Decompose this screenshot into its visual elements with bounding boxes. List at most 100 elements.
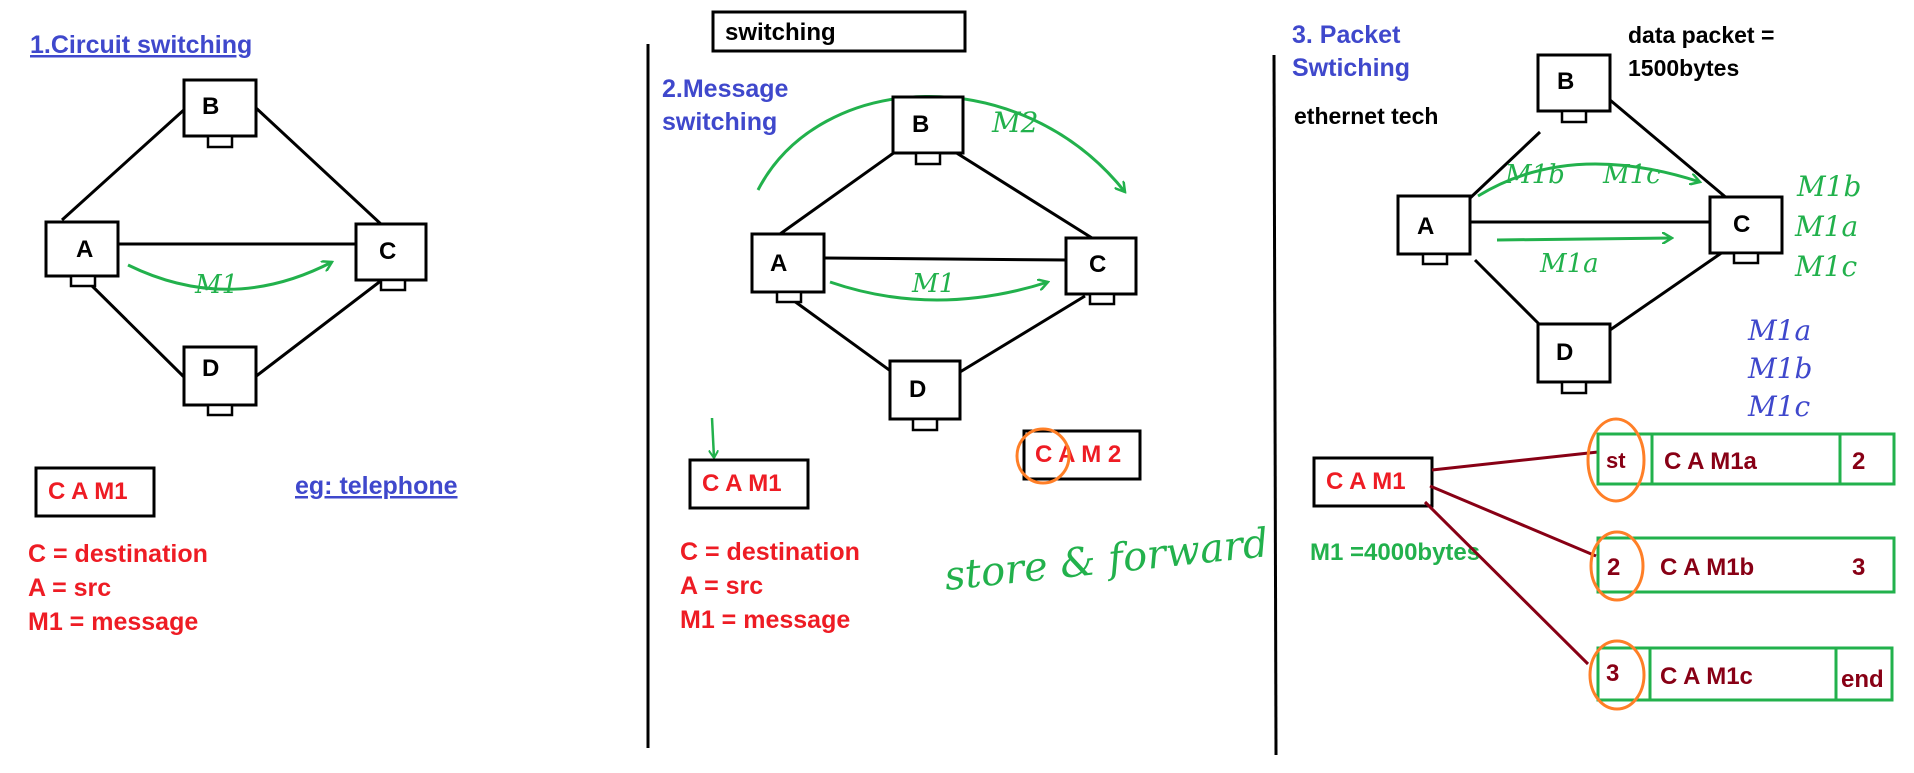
packet-green-list-1: M1b xyxy=(1796,170,1861,203)
packet-title-line-2: Swtiching xyxy=(1292,54,1410,82)
circuit-legend-line-2: A = src xyxy=(28,574,111,602)
packet-link-a-d xyxy=(1473,258,1542,327)
circuit-flow-label: M1 xyxy=(194,270,238,300)
circuit-node-c-label: C xyxy=(379,238,396,265)
packet-row-3: 3 C A M1c end xyxy=(1588,639,1894,711)
message-msg-box-1-label: C A M1 xyxy=(702,470,782,497)
message-node-d-label: D xyxy=(909,376,926,403)
packet-flow-label-lower: M1a xyxy=(1539,249,1599,279)
message-pointer-arrow xyxy=(712,417,714,458)
packet-flow-label-upper-2: M1c xyxy=(1602,160,1661,190)
packet-node-c: C xyxy=(1708,195,1784,265)
message-msg-box-1 xyxy=(688,458,810,510)
message-node-a: A xyxy=(750,232,826,304)
message-link-b-c xyxy=(954,150,1093,240)
header-box: switching xyxy=(711,10,967,53)
message-msg-box-2-label: C A M 2 xyxy=(1035,441,1121,468)
circuit-link-a-b xyxy=(60,106,188,222)
circuit-node-d: D xyxy=(182,345,258,417)
packet-tech-label: ethernet tech xyxy=(1294,103,1438,129)
circuit-node-a-label: A xyxy=(76,236,93,263)
message-flow-arrow-m1 xyxy=(829,282,1048,302)
circuit-link-d-c xyxy=(254,278,383,379)
message-node-c: C xyxy=(1064,236,1138,306)
circuit-node-b-label: B xyxy=(202,93,219,120)
header-box-label: switching xyxy=(725,19,836,46)
packet-connector-2 xyxy=(1429,484,1597,558)
packet-row-2-body: C A M1b xyxy=(1660,554,1754,581)
message-node-d: D xyxy=(888,359,962,432)
message-node-c-label: C xyxy=(1089,251,1106,278)
packet-node-d-label: D xyxy=(1556,339,1573,366)
circuit-msg-box xyxy=(34,466,156,518)
message-flow-label-m2: M2 xyxy=(991,106,1038,139)
message-link-d-c xyxy=(959,294,1086,374)
circuit-msg-box-label: C A M1 xyxy=(48,478,128,505)
circuit-node-a: A xyxy=(44,220,120,288)
message-flow-label-m1: M1 xyxy=(911,269,955,299)
message-node-b: B xyxy=(891,95,965,166)
message-legend-line-1: C = destination xyxy=(680,538,860,566)
circuit-node-d-label: D xyxy=(202,355,219,382)
packet-node-d: D xyxy=(1536,322,1612,395)
message-highlight-circle xyxy=(1015,427,1071,485)
circuit-flow-arrow xyxy=(127,262,332,291)
packet-msg-box xyxy=(1312,456,1434,508)
packet-node-a: A xyxy=(1396,194,1472,266)
packet-node-a-label: A xyxy=(1417,213,1434,240)
packet-connector-1 xyxy=(1431,450,1599,472)
divider-right xyxy=(1272,54,1278,756)
packet-row-1-seq: st xyxy=(1606,448,1626,473)
packet-row-3-body: C A M1c xyxy=(1660,663,1753,690)
packet-node-c-label: C xyxy=(1733,211,1750,238)
message-store-forward-note: store & forward xyxy=(942,520,1270,600)
packet-msg-box-label: C A M1 xyxy=(1326,468,1406,495)
circuit-section: 1.Circuit switching A B C D xyxy=(28,31,458,636)
packet-row-2-seq: 2 xyxy=(1607,554,1620,581)
message-link-a-d xyxy=(789,296,893,374)
circuit-node-b: B xyxy=(182,78,258,149)
message-legend-line-3: M1 = message xyxy=(680,606,850,634)
message-link-a-c xyxy=(823,256,1069,262)
message-title-line-1: 2.Message xyxy=(662,75,789,103)
packet-row-3-highlight xyxy=(1588,639,1646,711)
packet-flow-arrow-lower xyxy=(1496,238,1672,240)
packet-row-1-highlight xyxy=(1586,417,1646,503)
packet-row-1-body: C A M1a xyxy=(1664,448,1758,475)
packet-row-3-next: end xyxy=(1841,666,1884,693)
packet-flow-label-upper-1: M1b xyxy=(1504,160,1565,190)
circuit-title: 1.Circuit switching xyxy=(30,31,252,59)
packet-row-1-next: 2 xyxy=(1852,448,1865,475)
packet-size-line-2: 1500bytes xyxy=(1628,55,1739,81)
packet-section: 3. Packet Swtiching data packet = 1500by… xyxy=(1292,21,1896,711)
circuit-node-c: C xyxy=(354,222,428,292)
message-section: 2.Message switching M2 A B C xyxy=(662,75,1271,634)
packet-blue-list-3: M1c xyxy=(1747,390,1810,423)
packet-flow-arrow-upper xyxy=(1477,162,1700,198)
packet-link-d-c xyxy=(1609,243,1734,332)
circuit-link-b-c xyxy=(254,106,384,227)
message-msg-box-2 xyxy=(1022,429,1142,481)
packet-row-1: st C A M1a 2 xyxy=(1586,417,1896,503)
packet-link-b-c xyxy=(1609,98,1736,207)
circuit-legend-line-1: C = destination xyxy=(28,540,208,568)
packet-green-list-2: M1a xyxy=(1794,210,1858,243)
packet-connector-3 xyxy=(1423,500,1590,666)
message-link-a-b xyxy=(779,150,896,236)
circuit-example: eg: telephone xyxy=(295,472,458,500)
message-legend-line-2: A = src xyxy=(680,572,763,600)
circuit-link-a-d xyxy=(78,272,187,380)
circuit-legend-line-3: M1 = message xyxy=(28,608,198,636)
packet-row-2: 2 C A M1b 3 xyxy=(1589,530,1896,602)
packet-link-a-b xyxy=(1466,130,1542,202)
packet-msg-size: M1 =4000bytes xyxy=(1310,539,1480,566)
packet-node-b-label: B xyxy=(1557,68,1574,95)
packet-row-2-next: 3 xyxy=(1852,554,1865,581)
message-node-a-label: A xyxy=(770,250,787,277)
packet-blue-list-1: M1a xyxy=(1747,314,1811,347)
message-node-b-label: B xyxy=(912,111,929,138)
packet-row-2-highlight xyxy=(1589,530,1645,602)
packet-title-line-1: 3. Packet xyxy=(1292,21,1401,49)
packet-node-b: B xyxy=(1536,53,1612,124)
